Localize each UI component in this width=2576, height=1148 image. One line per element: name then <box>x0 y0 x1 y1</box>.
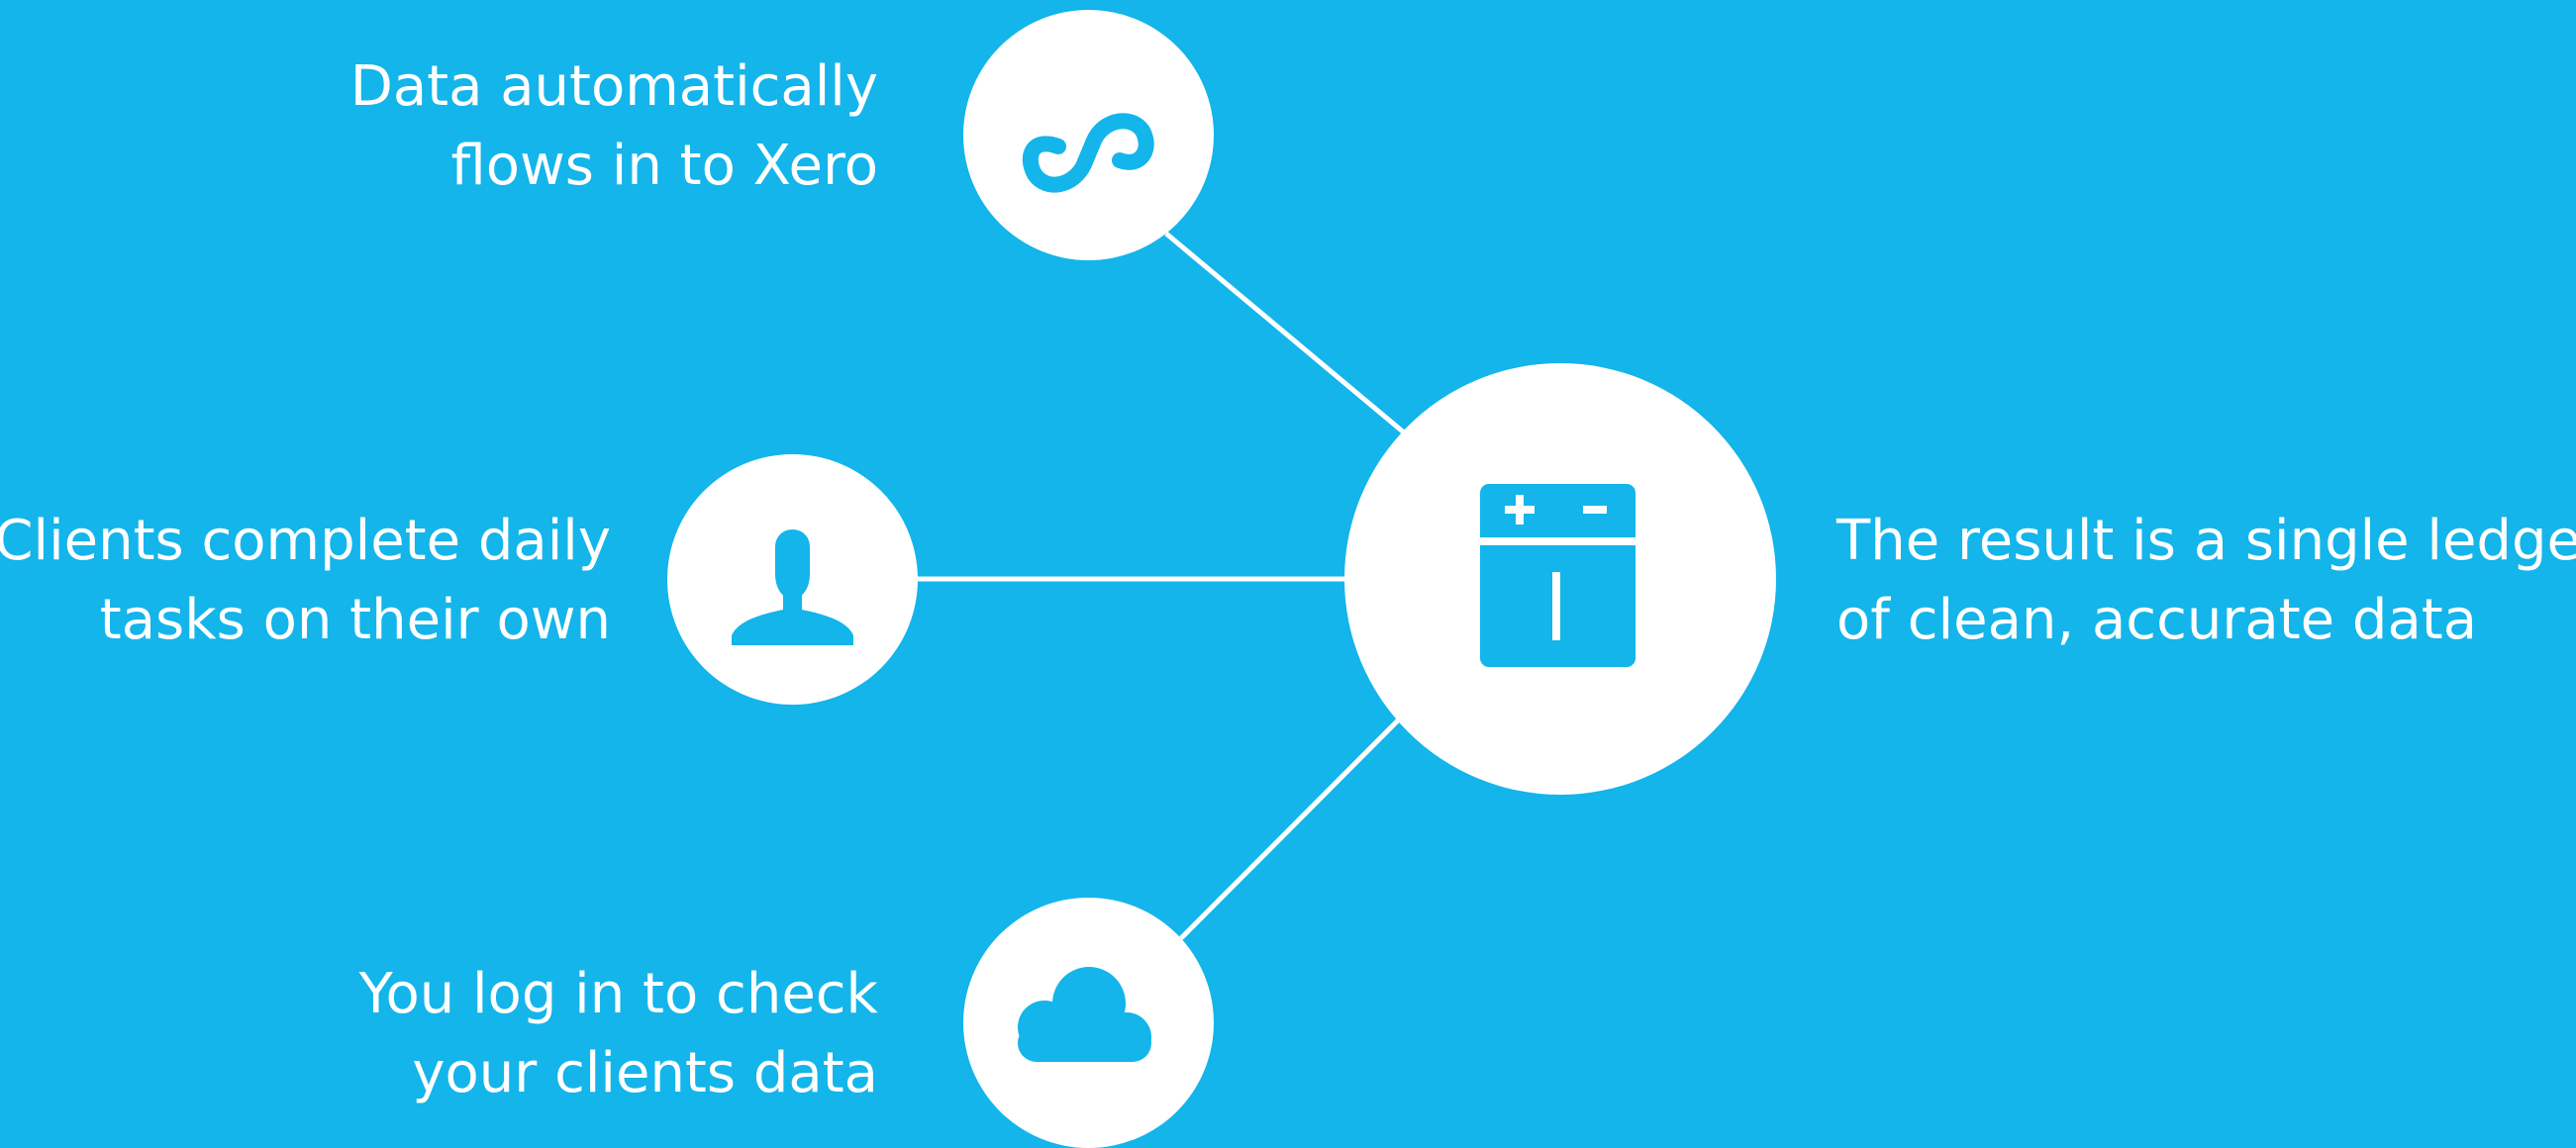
client-node <box>667 454 918 705</box>
caption-line: your clients data <box>412 1041 878 1105</box>
flow-node <box>963 10 1214 260</box>
cloud-caption: You log in to check your clients data <box>359 955 878 1113</box>
caption-line: flows in to Xero <box>450 134 878 198</box>
cloud-node <box>963 898 1214 1148</box>
cloud-icon <box>1018 967 1151 1062</box>
ledger-node <box>1344 363 1776 795</box>
infinity-link-icon <box>1023 113 1154 193</box>
calculator-icon <box>1480 484 1635 667</box>
ledger-caption: The result is a single ledger of clean, … <box>1836 502 2576 660</box>
caption-line: Clients complete daily <box>0 509 611 573</box>
caption-line: Data automatically <box>349 54 878 119</box>
connector-cloud-to-ledger <box>1179 718 1401 940</box>
client-caption: Clients complete daily tasks on their ow… <box>0 502 611 660</box>
person-icon <box>732 529 853 645</box>
flow-caption: Data automatically flows in to Xero <box>350 48 878 206</box>
caption-line: tasks on their own <box>99 588 611 652</box>
caption-line: The result is a single ledger <box>1836 509 2576 573</box>
caption-line: of clean, accurate data <box>1836 588 2478 652</box>
caption-line: You log in to check <box>358 962 878 1026</box>
connector-flow-to-ledger <box>1164 232 1406 434</box>
